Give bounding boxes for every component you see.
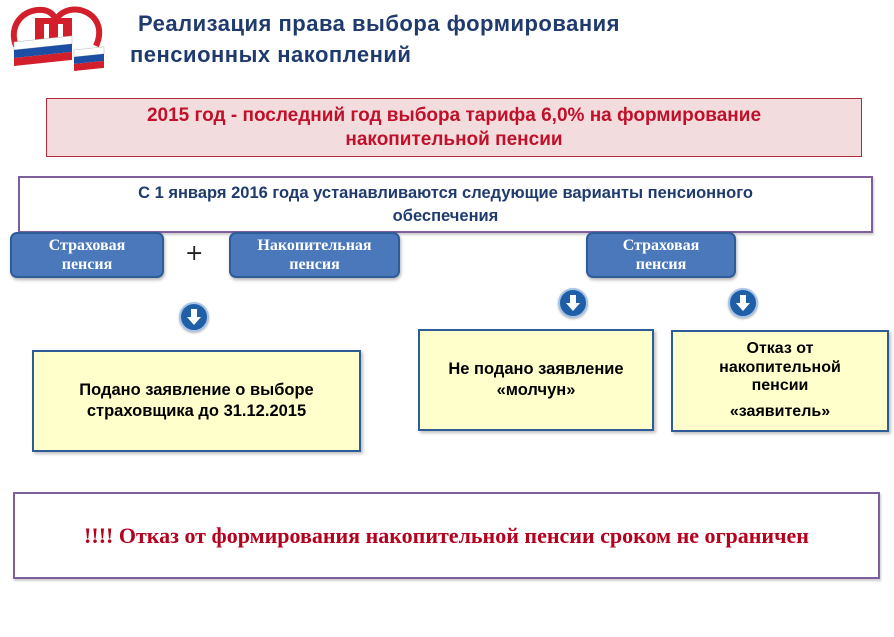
pill-label-line-1: Страховая xyxy=(48,236,126,254)
outcome-line-2: накопительной xyxy=(719,358,841,376)
variants-notice-box: С 1 января 2016 года устанавливаются сле… xyxy=(18,176,873,233)
page-title-line-2: пенсионных накоплений xyxy=(130,42,412,67)
pill-label-line-2: пенсия xyxy=(635,256,687,273)
pfr-logo xyxy=(8,6,108,76)
pill-label-line-2: пенсия xyxy=(289,256,340,273)
outcome-line-3: пенсии xyxy=(751,377,809,394)
pill-label-line-1: Накопительная xyxy=(257,236,372,254)
deadline-notice-box: 2015 год - последний год выбора тарифа 6… xyxy=(46,98,862,157)
insurance-pension-pill-right: Страховая пенсия xyxy=(586,232,736,278)
plus-sign: + xyxy=(185,241,204,266)
outcome-line-1: Подано заявление о выборе xyxy=(79,380,314,399)
outcome-line-2: «молчун» xyxy=(496,381,576,399)
outcome-silent-box: Не подано заявление «молчун» xyxy=(418,329,654,431)
outcome-line-1: Не подано заявление xyxy=(448,359,624,378)
outcome-refusal-box: Отказ от накопительной пенсии «заявитель… xyxy=(671,330,889,432)
bottom-notice-text: !!!! Отказ от формирования накопительной… xyxy=(84,522,809,548)
deadline-notice-line-1: 2015 год - последний год выбора тарифа 6… xyxy=(146,104,762,126)
arrow-down-icon xyxy=(728,288,758,318)
arrow-down-icon xyxy=(558,288,588,318)
arrow-down-icon xyxy=(179,302,209,332)
pill-label-line-2: пенсия xyxy=(61,256,113,273)
variants-notice-line-1: С 1 января 2016 года устанавливаются сле… xyxy=(138,184,753,203)
bottom-notice-box: !!!! Отказ от формирования накопительной… xyxy=(13,492,880,579)
funded-pension-pill: Накопительная пенсия xyxy=(229,232,400,278)
insurance-pension-pill-left: Страховая пенсия xyxy=(10,232,164,278)
pill-label-line-1: Страховая xyxy=(622,236,700,254)
outcome-line-2: страховщика до 31.12.2015 xyxy=(86,402,307,420)
page-title-line-1: Реализация права выбора формирования xyxy=(138,11,620,36)
deadline-notice-line-2: накопительной пенсии xyxy=(345,128,563,150)
outcome-application-box: Подано заявление о выборе страховщика до… xyxy=(32,350,361,452)
variants-notice-line-2: обеспечения xyxy=(392,206,499,225)
outcome-line-1: Отказ от xyxy=(746,340,814,358)
outcome-line-4: «заявитель» xyxy=(729,403,831,421)
